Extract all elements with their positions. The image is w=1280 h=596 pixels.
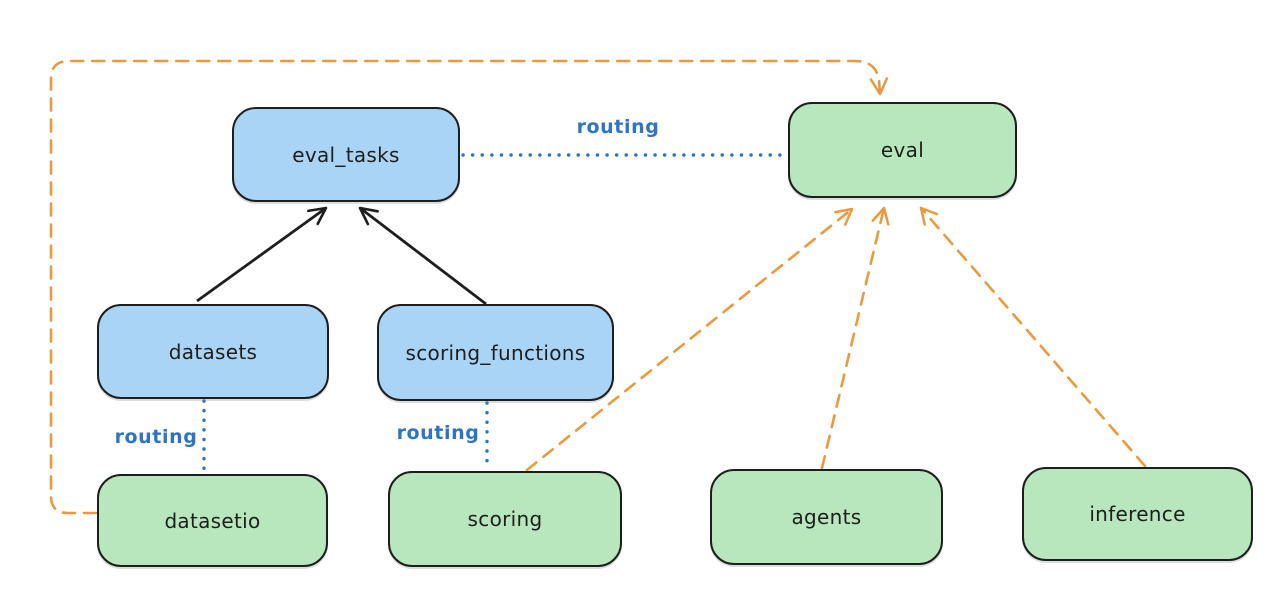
- node-datasets-label: datasets: [168, 339, 258, 364]
- node-scoring-functions-label: scoring_functions: [405, 340, 586, 365]
- node-agents-label: agents: [791, 505, 862, 529]
- edge-scoring-to-eval: [525, 207, 854, 472]
- node-datasets: datasets: [97, 304, 329, 399]
- edge-label-routing-datasets-datasetio: routing: [114, 426, 198, 448]
- edge-agents-to-eval: [820, 206, 890, 470]
- edge-datasetio-to-eval: [49, 59, 889, 515]
- edge-inference-to-eval: [919, 206, 1147, 468]
- node-inference: inference: [1022, 467, 1253, 561]
- edge-scoring-functions-to-eval-tasks: [358, 206, 487, 306]
- node-scoring-label: scoring: [467, 507, 543, 531]
- node-datasetio-label: datasetio: [164, 508, 261, 533]
- node-scoring-functions: scoring_functions: [377, 304, 614, 401]
- edge-label-routing-scoring-functions-scoring: routing: [396, 422, 480, 444]
- node-datasetio: datasetio: [97, 474, 328, 567]
- node-agents: agents: [710, 469, 943, 565]
- node-scoring: scoring: [388, 471, 622, 567]
- edge-datasets-to-eval-tasks: [196, 206, 328, 303]
- node-eval-tasks: eval_tasks: [232, 107, 460, 202]
- node-eval-label: eval: [880, 138, 925, 162]
- node-eval: eval: [788, 102, 1017, 198]
- node-inference-label: inference: [1089, 502, 1186, 526]
- node-eval-tasks-label: eval_tasks: [292, 142, 400, 167]
- edge-label-routing-eval-tasks-eval: routing: [576, 116, 660, 138]
